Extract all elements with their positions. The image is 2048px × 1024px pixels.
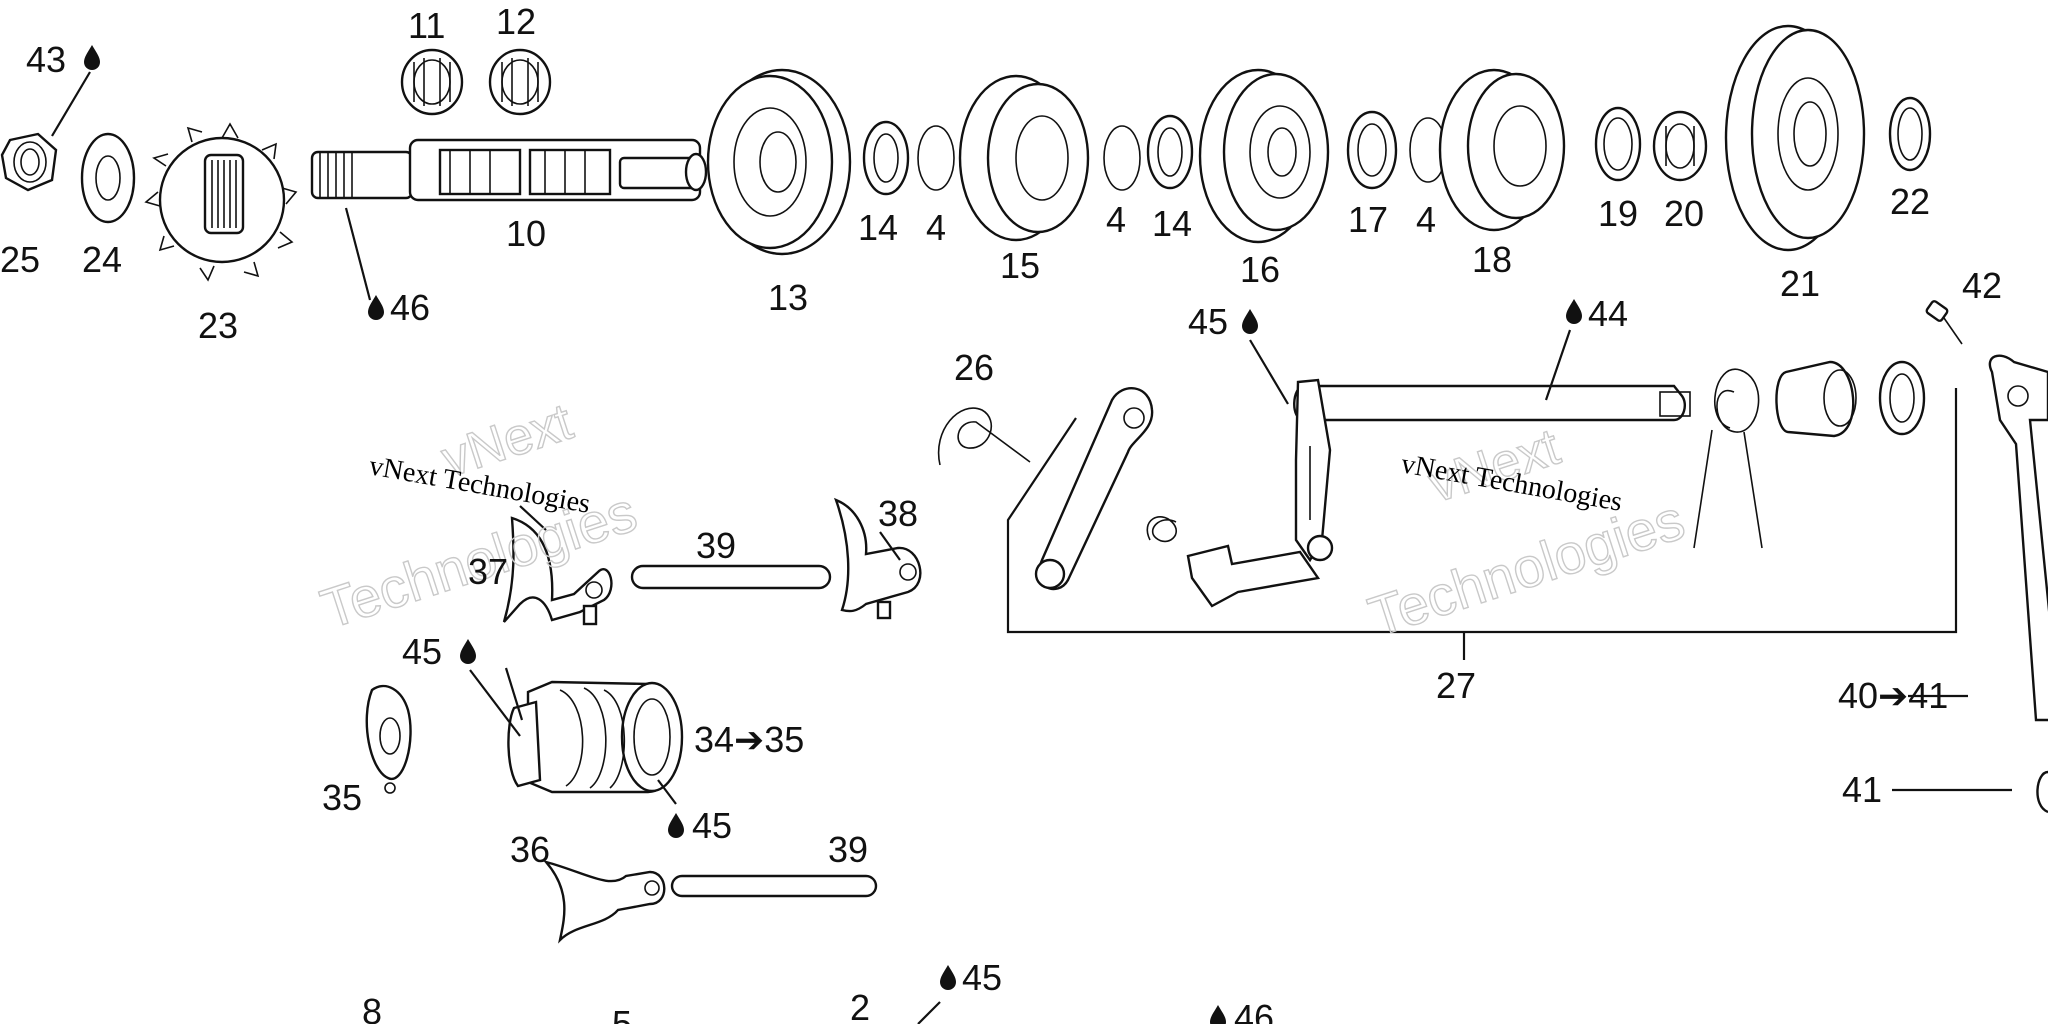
fork-rod-part <box>630 564 832 590</box>
bushing-part <box>1775 360 1857 438</box>
tab-washer-part <box>80 132 136 224</box>
callout-14: 14 <box>1152 203 1192 244</box>
callout-12: 12 <box>496 1 536 42</box>
shift-drum-part <box>507 680 684 794</box>
gear-part <box>1438 68 1566 232</box>
splined-washer-part <box>1346 110 1398 190</box>
gear-shift-lever-part <box>1988 354 2048 814</box>
shift-fork-part <box>542 859 666 944</box>
callout-46: 46 <box>1234 997 1274 1024</box>
callout-18: 18 <box>1472 239 1512 280</box>
splined-washer-part <box>862 120 910 196</box>
callout-43: 43 <box>26 39 66 80</box>
shift-lever-part <box>1186 544 1321 608</box>
callout-4: 4 <box>1416 199 1436 240</box>
main-shaft-part <box>310 138 708 202</box>
callout-41: 41 <box>1842 769 1882 810</box>
needle-bearing-part <box>488 48 552 116</box>
callout-39: 39 <box>696 525 736 566</box>
callout-37: 37 <box>468 551 508 592</box>
oil-drop-icon <box>460 639 476 664</box>
detent-plate-part <box>365 684 412 794</box>
callout-16: 16 <box>1240 249 1280 290</box>
callout-45: 45 <box>692 805 732 846</box>
shift-fork-part <box>833 497 922 620</box>
callout-24: 24 <box>82 239 122 280</box>
gear-part <box>1198 68 1330 244</box>
callout-17: 17 <box>1348 199 1388 240</box>
leader-lines <box>51 71 2012 1024</box>
callout-39: 39 <box>828 829 868 870</box>
gear-part <box>958 74 1090 242</box>
callout-21: 21 <box>1780 263 1820 304</box>
callout-25: 25 <box>0 239 40 280</box>
circlip-part <box>917 125 955 191</box>
oil-drop-icon <box>1210 1005 1226 1024</box>
callout-14: 14 <box>858 207 898 248</box>
callout-11: 11 <box>408 5 445 46</box>
needle-bearing-part <box>400 48 464 116</box>
callout-38: 38 <box>878 493 918 534</box>
oil-drop-icon <box>1242 309 1258 334</box>
callout-45: 45 <box>402 631 442 672</box>
oil-drop-icon <box>84 45 100 70</box>
hex-nut-part <box>0 132 58 192</box>
bolt-part <box>1925 300 1963 345</box>
callout-2: 2 <box>850 987 870 1024</box>
return-spring-part <box>1146 516 1178 543</box>
callout-19: 19 <box>1598 193 1638 234</box>
splined-washer-part <box>1146 114 1194 190</box>
assembly-bracket-line <box>1006 388 1958 634</box>
callout-36: 36 <box>510 829 550 870</box>
callout-35: 35 <box>322 777 362 818</box>
oil-drop-icon <box>668 813 684 838</box>
callout-13: 13 <box>768 277 808 318</box>
fork-rod-part <box>670 874 878 898</box>
callout-10: 10 <box>506 213 546 254</box>
circlip-part <box>1103 125 1141 191</box>
washer-part <box>1878 360 1926 436</box>
callout-45: 45 <box>962 957 1002 998</box>
callout-40-41: 40➔41 <box>1838 675 1948 716</box>
sprocket-part <box>144 122 298 282</box>
thrust-washer-part <box>1888 96 1932 172</box>
callout-23: 23 <box>198 305 238 346</box>
callout-46: 46 <box>390 287 430 328</box>
callout-8: 8 <box>362 991 382 1024</box>
callout-27: 27 <box>1436 665 1476 706</box>
callout-26: 26 <box>954 347 994 388</box>
oil-drop-icon <box>1566 299 1582 324</box>
shift-fork-part <box>502 516 613 626</box>
thrust-washer-part <box>1594 106 1642 182</box>
callout-42: 42 <box>1962 265 2002 306</box>
callout-22: 22 <box>1890 181 1930 222</box>
callout-34-35: 34➔35 <box>694 719 804 760</box>
callout-5: 5 <box>612 1003 632 1024</box>
shift-arm-part <box>1034 387 1154 591</box>
oil-drop-icon <box>940 965 956 990</box>
gear-part <box>706 68 852 256</box>
part-labels: 43 25 24 23 46 11 12 10 13 14 4 15 4 14 … <box>0 1 2002 1024</box>
watermark: vNext Technologies vNext Technologies <box>1360 417 1692 649</box>
gear-part <box>1724 24 1866 252</box>
callout-44: 44 <box>1588 293 1628 334</box>
shift-shaft-part <box>1293 378 1691 563</box>
callout-4: 4 <box>926 207 946 248</box>
torsion-spring-part <box>937 407 1031 466</box>
callout-4: 4 <box>1106 199 1126 240</box>
callout-45: 45 <box>1188 301 1228 342</box>
shift-shaft-spring-part <box>1693 368 1763 549</box>
callout-20: 20 <box>1664 193 1704 234</box>
callout-15: 15 <box>1000 245 1040 286</box>
watermark-tech: Technologies <box>1361 487 1691 648</box>
needle-bearing-part <box>1652 110 1708 182</box>
